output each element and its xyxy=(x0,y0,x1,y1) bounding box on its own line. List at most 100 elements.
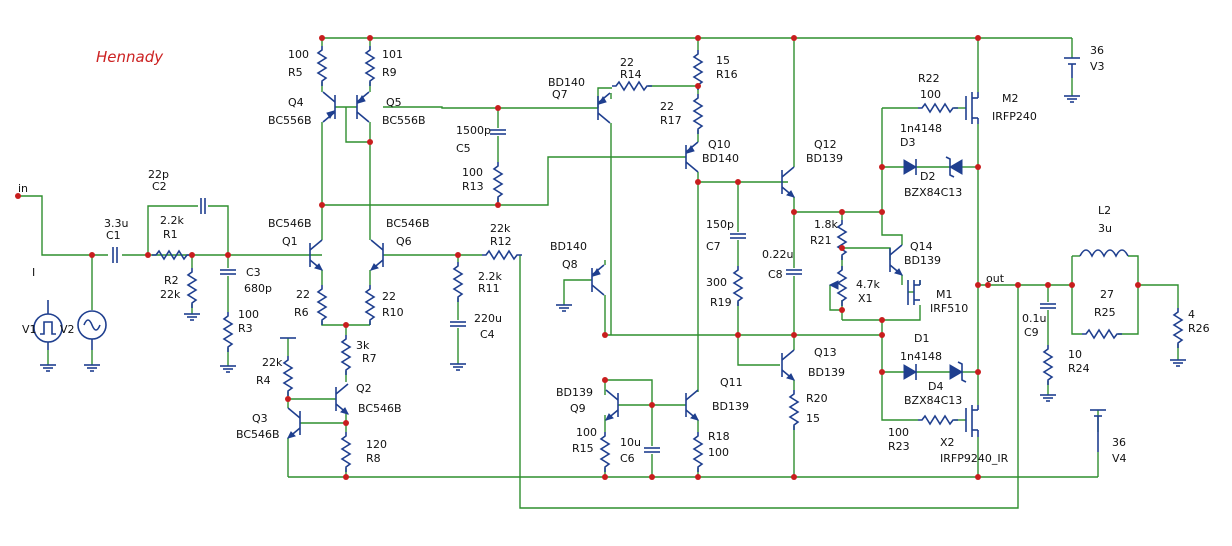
components-d1-val-label: 1n4148 xyxy=(900,350,942,363)
components-r13-label: R13 xyxy=(462,180,484,193)
components-x2-label: X2 xyxy=(940,436,955,449)
components-q13-label: Q13 xyxy=(814,346,837,359)
components-r25-val-label: 27 xyxy=(1100,288,1114,301)
components-c4-val-label: 220u xyxy=(474,312,502,325)
components-r12-label: R12 xyxy=(490,235,512,248)
r24-symbol xyxy=(1043,344,1053,386)
components-d3-label: D3 xyxy=(900,136,915,149)
r8-symbol xyxy=(341,431,351,473)
out-port-label: out xyxy=(986,272,1005,285)
components-q7-label: Q7 xyxy=(552,88,568,101)
r13-symbol xyxy=(493,161,503,203)
components-r17-val-label: 22 xyxy=(660,100,674,113)
components-r16-val-label: 15 xyxy=(716,54,730,67)
components-r4-val-label: 22k xyxy=(262,356,283,369)
r19-symbol xyxy=(733,265,743,307)
components-c8-val-label: 0.22u xyxy=(762,248,793,261)
components-x1-val-label: 4.7k xyxy=(856,278,880,291)
components-q12-val-label: BD139 xyxy=(806,152,843,165)
components-r7-val-label: 3k xyxy=(356,339,370,352)
r7-symbol xyxy=(341,334,351,376)
c1-symbol xyxy=(112,246,118,264)
components-r15-val-label: 100 xyxy=(576,426,597,439)
components-q5-label: Q5 xyxy=(386,96,402,109)
r9-symbol xyxy=(365,45,375,87)
q5-symbol xyxy=(356,91,370,123)
c4-symbol xyxy=(449,321,467,327)
components-v4-label: V4 xyxy=(1112,452,1127,465)
components-r25-label: R25 xyxy=(1094,306,1116,319)
c2-symbol xyxy=(200,197,206,215)
components-r5-label: R5 xyxy=(288,66,303,79)
components-r2-val-label: 22k xyxy=(160,288,181,301)
components-c8-label: C8 xyxy=(768,268,783,281)
components-c1-val-label: 3.3u xyxy=(104,217,128,230)
r6-symbol xyxy=(317,284,327,326)
components-c4-label: C4 xyxy=(480,328,495,341)
components-r4-label: R4 xyxy=(256,374,271,387)
components-d1-label: D1 xyxy=(914,332,929,345)
i-label: I xyxy=(32,266,35,279)
components-x2-val-label: IRFP9240_IR xyxy=(940,452,1009,465)
components-q4-label: Q4 xyxy=(288,96,304,109)
components-c9-label: C9 xyxy=(1024,326,1039,339)
components-d4-label: D4 xyxy=(928,380,943,393)
q14-symbol xyxy=(889,244,903,276)
components-c3-label: C3 xyxy=(246,266,261,279)
q3-symbol xyxy=(287,407,301,439)
d4-zener-symbol xyxy=(949,361,967,383)
components-q4-val-label: BC556B xyxy=(268,114,312,127)
components-r8-val-label: 120 xyxy=(366,438,387,451)
r26-symbol xyxy=(1173,307,1183,349)
r23-symbol xyxy=(917,415,959,425)
m1-mosfet-symbol xyxy=(907,280,921,305)
components-r1-label: R1 xyxy=(163,228,178,241)
d3-diode-symbol xyxy=(903,159,917,175)
d1-diode-symbol xyxy=(903,364,917,380)
c9-symbol xyxy=(1039,303,1057,309)
components-q13-val-label: BD139 xyxy=(808,366,845,379)
components-q5-val-label: BC556B xyxy=(382,114,426,127)
author-title: Hennady xyxy=(96,48,164,66)
components-r24-val-label: 10 xyxy=(1068,348,1082,361)
components-r26-label: R26 xyxy=(1188,322,1210,335)
components-r14-label: R14 xyxy=(620,68,642,81)
components-r13-val-label: 100 xyxy=(462,166,483,179)
components-c5-label: C5 xyxy=(456,142,471,155)
r15-symbol xyxy=(600,431,610,473)
components-q8-label: Q8 xyxy=(562,258,578,271)
r20-symbol xyxy=(789,389,799,431)
r11-symbol xyxy=(453,261,463,303)
components-m1-val-label: IRF510 xyxy=(930,302,968,315)
labels: Hennady in I out V1 V2 3.3u C1 22p C2 2.… xyxy=(18,44,1210,465)
components-r14-val-label: 22 xyxy=(620,56,634,69)
components-r23-label: R23 xyxy=(888,440,910,453)
components-r9-label: R9 xyxy=(382,66,397,79)
components-v1-label: V1 xyxy=(22,323,37,336)
components-r10-val-label: 22 xyxy=(382,290,396,303)
v4-supply-symbol xyxy=(1090,409,1106,452)
r2-symbol xyxy=(187,267,197,309)
components-r6-label: R6 xyxy=(294,306,309,319)
components-q3-val-label: BC546B xyxy=(236,428,280,441)
components-q6-label: Q6 xyxy=(396,235,412,248)
components-x1-label: X1 xyxy=(858,292,873,305)
v1-source-symbol xyxy=(33,300,63,372)
components-r3-val-label: 100 xyxy=(238,308,259,321)
components-r5-val-label: 100 xyxy=(288,48,309,61)
components-l2-label: L2 xyxy=(1098,204,1111,217)
components-r7-label: R7 xyxy=(362,352,377,365)
m2-mosfet-symbol xyxy=(965,92,979,124)
q8-symbol xyxy=(591,264,605,296)
components-v3-val-label: 36 xyxy=(1090,44,1104,57)
q11-symbol xyxy=(685,389,699,421)
v2-source-symbol xyxy=(77,310,107,372)
components-q6-val-label: BC546B xyxy=(386,217,430,230)
components-r17-label: R17 xyxy=(660,114,682,127)
components-q1-val-label: BC546B xyxy=(268,217,312,230)
components-m1-label: M1 xyxy=(936,288,953,301)
input-port-dot xyxy=(15,193,21,199)
components-m2-val-label: IRFP240 xyxy=(992,110,1037,123)
x2-mosfet-symbol xyxy=(965,405,979,437)
